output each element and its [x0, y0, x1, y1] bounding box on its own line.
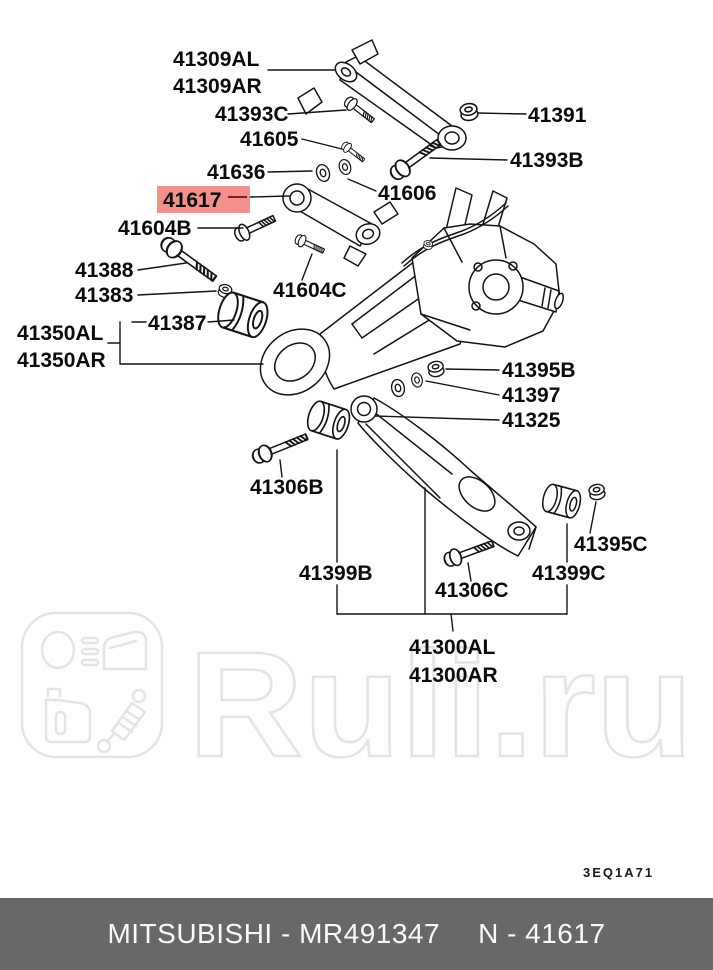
washer-41606 — [336, 157, 354, 177]
part-label-41399b: 41399B — [299, 562, 373, 585]
part-label-41309al: 41309AL — [173, 48, 260, 71]
washer-41397 — [409, 371, 425, 389]
lower-arm-drawing — [350, 395, 537, 557]
upper-arm-drawing — [297, 39, 467, 151]
footer-catalog-number: MITSUBISHI - MR491347 — [107, 918, 441, 949]
nut-41391 — [458, 101, 480, 123]
part-label-41388: 41388 — [75, 259, 134, 282]
plate-code: 3EQ1A71 — [583, 865, 654, 880]
watermark-logo — [20, 611, 164, 759]
nut-41395b — [426, 359, 446, 379]
part-label-41604c: 41604C — [273, 279, 347, 302]
part-label-41350al: 41350AL — [17, 322, 104, 345]
part-label-41397: 41397 — [502, 384, 560, 407]
highlight-box — [157, 186, 250, 213]
footer-part-number: N - 41617 — [478, 918, 606, 949]
watermark-text: Ruli.ru — [188, 620, 693, 788]
part-label-41636: 41636 — [207, 161, 265, 184]
part-label-41350ar: 41350AR — [17, 349, 106, 372]
knuckle-drawing — [401, 187, 565, 348]
toe-link-drawing — [282, 183, 399, 267]
part-label-41300ar: 41300AR — [409, 664, 498, 687]
headlight-icon — [40, 630, 100, 670]
grommet-pin — [422, 239, 434, 251]
washer-41325 — [389, 377, 407, 399]
part-label-41383: 41383 — [75, 284, 133, 307]
watermark: Ruli.ru — [20, 611, 694, 789]
suspension-diagram: Ruli.ru — [17, 39, 694, 880]
part-label-41306c: 41306C — [435, 579, 509, 602]
part-label-41617-highlighted: 41617 — [163, 189, 221, 212]
leader-lines — [107, 69, 597, 632]
part-label-41300al: 41300AL — [409, 636, 496, 659]
part-label-41391: 41391 — [528, 104, 587, 127]
part-label-41393b: 41393B — [510, 149, 584, 172]
bushing-lower-arm — [303, 398, 354, 442]
bolt-41604c — [292, 232, 327, 258]
part-label-41604b: 41604B — [118, 217, 192, 240]
shock-absorber-icon — [96, 688, 147, 754]
part-labels: 41309AL 41309AR 41393C 41605 41636 41617… — [17, 48, 648, 687]
part-label-41393c: 41393C — [215, 103, 289, 126]
bolt-41388 — [156, 232, 221, 287]
part-label-41395c: 41395C — [574, 533, 648, 556]
footer-bar: MITSUBISHI - MR491347 N - 41617 — [0, 898, 713, 970]
nut-41395c — [587, 482, 607, 502]
bushing-41399c — [539, 482, 584, 521]
part-label-41309ar: 41309AR — [173, 75, 262, 98]
part-label-41395b: 41395B — [502, 359, 576, 382]
car-door-icon — [102, 630, 148, 671]
part-label-41325: 41325 — [502, 409, 561, 432]
part-label-41606: 41606 — [378, 182, 436, 205]
part-label-41605: 41605 — [240, 128, 299, 151]
washer-41636 — [313, 162, 333, 184]
part-label-41399c: 41399C — [532, 562, 606, 585]
oil-canister-icon — [44, 687, 92, 744]
part-label-41387: 41387 — [148, 312, 206, 335]
part-label-41306b: 41306B — [250, 476, 324, 499]
